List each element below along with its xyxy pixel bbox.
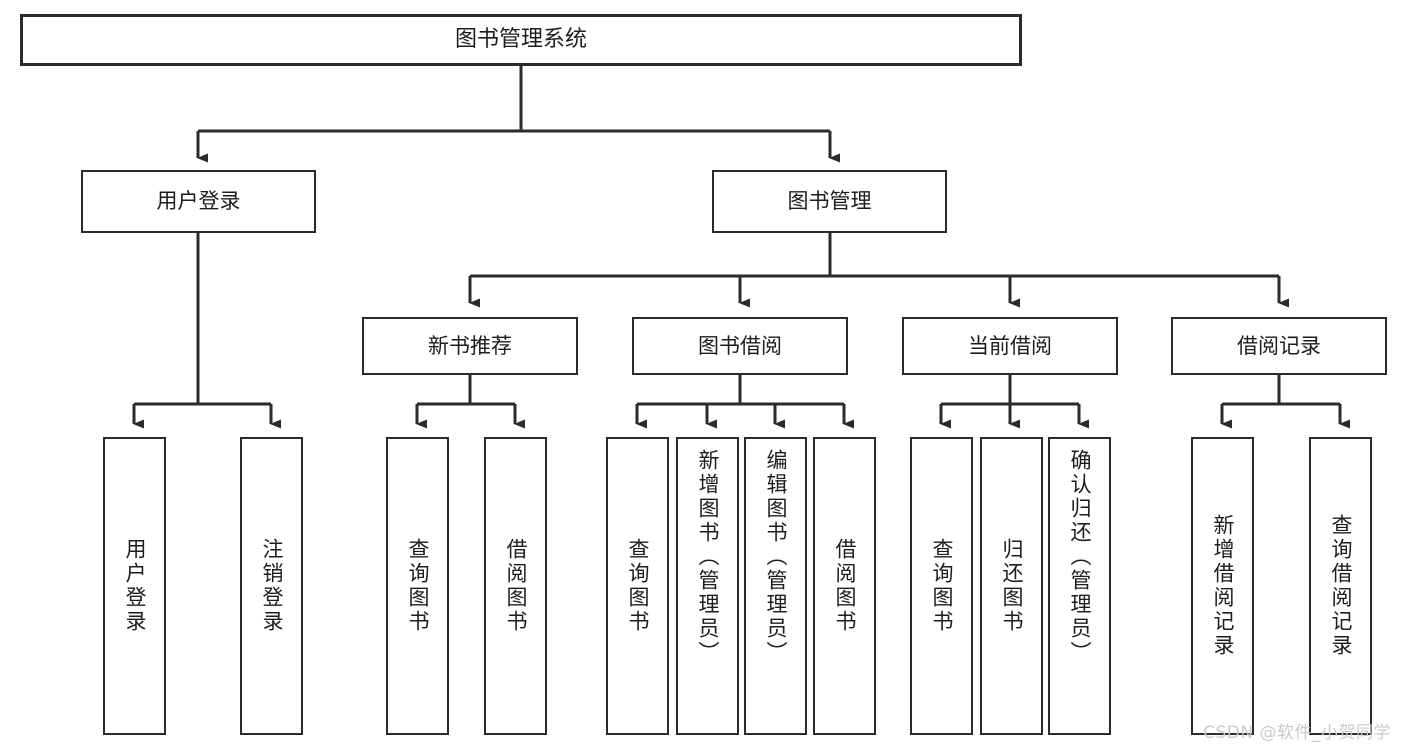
node-borrow-record[interactable]: 借阅记录 <box>1171 317 1387 375</box>
node-book-borrow-label: 图书借阅 <box>698 333 782 358</box>
node-user-login[interactable]: 用户登录 <box>81 170 316 233</box>
leaf-borrow-borrow-book-label: 借阅图书 <box>833 538 857 634</box>
leaf-user-logout-label: 注销登录 <box>260 538 284 634</box>
leaf-recommend-query-book-label: 查询图书 <box>406 538 430 634</box>
leaf-borrow-query-book[interactable]: 查询图书 <box>606 437 669 735</box>
node-new-book-recommend[interactable]: 新书推荐 <box>362 317 578 375</box>
leaf-borrow-borrow-book[interactable]: 借阅图书 <box>813 437 876 735</box>
leaf-borrow-edit-book[interactable]: 编辑图书（管理员） <box>744 437 807 735</box>
node-borrow-record-label: 借阅记录 <box>1237 333 1321 358</box>
leaf-record-add-label: 新增借阅记录 <box>1211 514 1235 658</box>
leaf-current-return-book[interactable]: 归还图书 <box>980 437 1043 735</box>
node-user-login-label: 用户登录 <box>156 189 241 214</box>
leaf-record-query[interactable]: 查询借阅记录 <box>1309 437 1372 735</box>
leaf-current-query-book-label: 查询图书 <box>930 538 954 634</box>
leaf-borrow-query-book-label: 查询图书 <box>626 538 650 634</box>
leaf-record-add[interactable]: 新增借阅记录 <box>1191 437 1254 735</box>
node-book-borrow[interactable]: 图书借阅 <box>632 317 848 375</box>
leaf-borrow-add-book-label: 新增图书（管理员） <box>696 449 720 665</box>
node-book-management-label: 图书管理 <box>787 189 872 214</box>
leaf-user-logout[interactable]: 注销登录 <box>240 437 303 735</box>
node-new-book-recommend-label: 新书推荐 <box>428 333 512 358</box>
leaf-current-return-book-label: 归还图书 <box>1000 538 1024 634</box>
leaf-recommend-query-book[interactable]: 查询图书 <box>386 437 449 735</box>
node-current-borrow-label: 当前借阅 <box>968 333 1052 358</box>
leaf-recommend-borrow-book-label: 借阅图书 <box>504 538 528 634</box>
leaf-recommend-borrow-book[interactable]: 借阅图书 <box>484 437 547 735</box>
leaf-user-login[interactable]: 用户登录 <box>103 437 166 735</box>
node-book-management[interactable]: 图书管理 <box>712 170 947 233</box>
watermark-text: CSDN @软件_小贺同学 <box>1203 723 1391 743</box>
leaf-current-confirm-return[interactable]: 确认归还（管理员） <box>1048 437 1111 735</box>
node-root[interactable]: 图书管理系统 <box>20 14 1022 66</box>
leaf-borrow-edit-book-label: 编辑图书（管理员） <box>764 449 788 665</box>
leaf-user-login-label: 用户登录 <box>123 538 147 634</box>
leaf-current-confirm-return-label: 确认归还（管理员） <box>1068 449 1092 665</box>
node-current-borrow[interactable]: 当前借阅 <box>902 317 1118 375</box>
leaf-current-query-book[interactable]: 查询图书 <box>910 437 973 735</box>
node-root-label: 图书管理系统 <box>454 27 587 53</box>
leaf-record-query-label: 查询借阅记录 <box>1329 514 1353 658</box>
leaf-borrow-add-book[interactable]: 新增图书（管理员） <box>676 437 739 735</box>
